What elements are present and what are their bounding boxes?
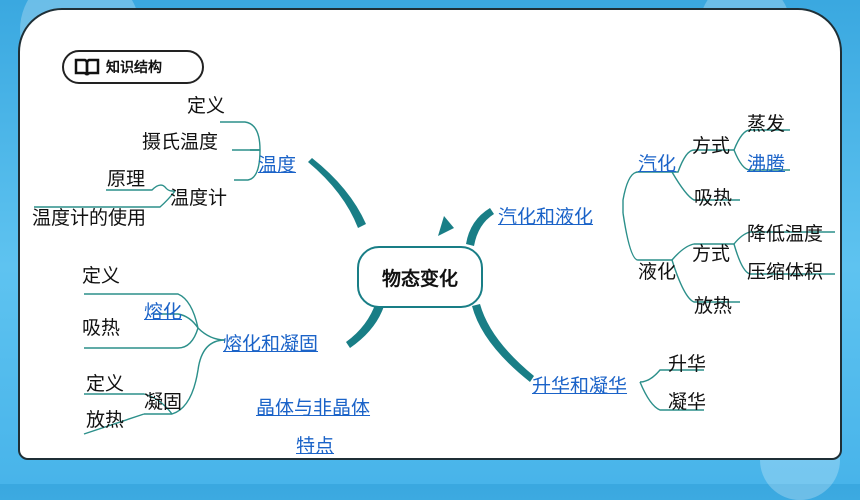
crystal-features-link[interactable]: 特点 bbox=[296, 435, 335, 457]
center-node: 物态变化 bbox=[357, 246, 483, 308]
sublimation-desublimation-link[interactable]: 升华和凝华 bbox=[532, 375, 628, 397]
badge-label: 知识结构 bbox=[106, 60, 162, 76]
temperature-definition: 定义 bbox=[187, 95, 226, 117]
evaporation: 蒸发 bbox=[747, 113, 786, 135]
vaporize-link[interactable]: 汽化 bbox=[638, 153, 677, 175]
liquefy-heat: 放热 bbox=[694, 295, 733, 317]
melt-heat: 吸热 bbox=[82, 317, 121, 339]
compress-volume: 压缩体积 bbox=[747, 261, 824, 283]
crystal-link[interactable]: 晶体与非晶体 bbox=[256, 397, 371, 419]
liquefy: 液化 bbox=[638, 261, 677, 283]
desublimate: 凝华 bbox=[668, 391, 707, 413]
vaporize-heat: 吸热 bbox=[694, 187, 733, 209]
lower-temperature: 降低温度 bbox=[747, 223, 824, 245]
thermometer-usage: 温度计的使用 bbox=[32, 207, 147, 229]
melt-link[interactable]: 熔化 bbox=[144, 301, 183, 323]
mindmap-connectors bbox=[34, 121, 835, 435]
section-badge: 知识结构 bbox=[62, 50, 204, 84]
solidify-definition: 定义 bbox=[86, 373, 125, 395]
thermometer-principle: 原理 bbox=[107, 168, 146, 190]
thermometer: 温度计 bbox=[170, 187, 228, 209]
solidify: 凝固 bbox=[144, 391, 183, 413]
content-card: 知识结构 bbox=[18, 8, 842, 460]
boiling-link[interactable]: 沸腾 bbox=[747, 153, 786, 175]
vaporize-method: 方式 bbox=[692, 135, 731, 157]
temperature-link[interactable]: 温度 bbox=[258, 154, 297, 176]
sublimate: 升华 bbox=[668, 353, 707, 375]
melting-solidification-link[interactable]: 熔化和凝固 bbox=[223, 333, 319, 355]
solidify-heat: 放热 bbox=[86, 409, 125, 431]
vaporization-liquefaction-link[interactable]: 汽化和液化 bbox=[498, 206, 594, 228]
celsius-temperature: 摄氏温度 bbox=[142, 131, 219, 153]
melt-definition: 定义 bbox=[82, 265, 121, 287]
liquefy-method: 方式 bbox=[692, 243, 731, 265]
book-icon bbox=[74, 58, 100, 76]
